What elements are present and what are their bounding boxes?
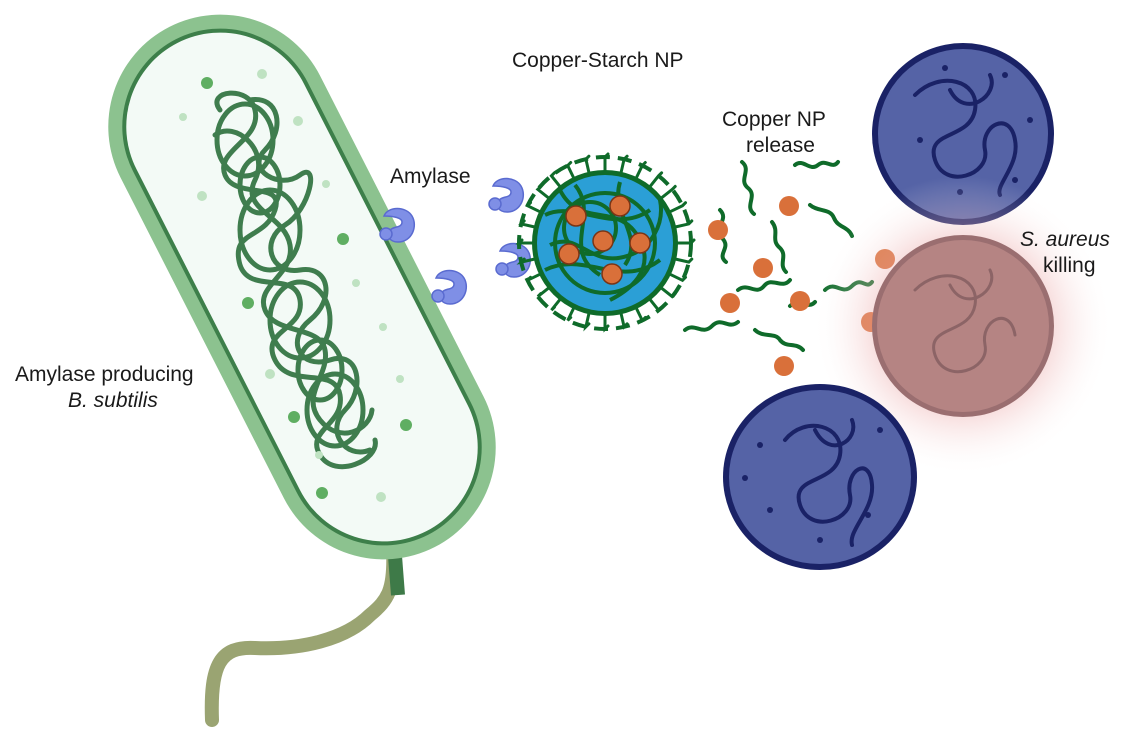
label-copper-np-release-line2: release <box>746 134 815 157</box>
np-spike <box>584 154 591 175</box>
saureus-cell-top <box>872 43 1054 225</box>
np-spike <box>524 201 542 214</box>
label-amylase: Amylase <box>390 165 471 188</box>
saureus-cell-bottom <box>723 384 917 570</box>
label-copper-np-release-line1: Copper NP <box>722 108 826 131</box>
np-spike <box>516 257 537 265</box>
np-spike <box>668 201 687 214</box>
np-spike <box>673 219 694 229</box>
label-bsubtilis: B. subtilis <box>68 389 158 412</box>
np-spike <box>549 171 562 189</box>
label-copper-starch-np: Copper-Starch NP <box>512 49 684 72</box>
amylase-enzymes <box>379 177 532 305</box>
np-spike <box>536 286 551 298</box>
label-killing: killing <box>1043 254 1096 277</box>
label-amylase-producing: Amylase producing <box>15 363 194 386</box>
np-spike <box>566 306 576 322</box>
np-spike <box>648 297 664 313</box>
np-spike <box>550 297 562 312</box>
np-spike <box>603 152 610 173</box>
np-spike <box>515 238 535 245</box>
np-spike <box>535 184 551 200</box>
np-spike <box>634 161 647 180</box>
np-spike <box>619 154 629 175</box>
np-spike <box>659 184 677 200</box>
np-spike <box>675 238 696 245</box>
np-spike <box>565 161 576 180</box>
np-spike <box>659 286 677 299</box>
copper-starch-np <box>515 152 696 333</box>
np-spike <box>603 313 610 333</box>
np-spike <box>583 311 591 332</box>
saureus-cell-killed <box>872 235 1054 417</box>
np-spike <box>634 306 647 324</box>
np-spike <box>619 311 629 330</box>
label-saureus: S. aureus <box>1020 228 1110 251</box>
np-spike <box>518 219 537 229</box>
bsubtilis-granules <box>179 69 412 502</box>
np-spike <box>648 171 664 189</box>
bsubtilis-cell <box>108 14 496 560</box>
np-spike <box>668 272 687 283</box>
np-spike <box>673 257 694 264</box>
np-spike <box>526 272 542 282</box>
bsubtilis-dna <box>212 90 378 470</box>
